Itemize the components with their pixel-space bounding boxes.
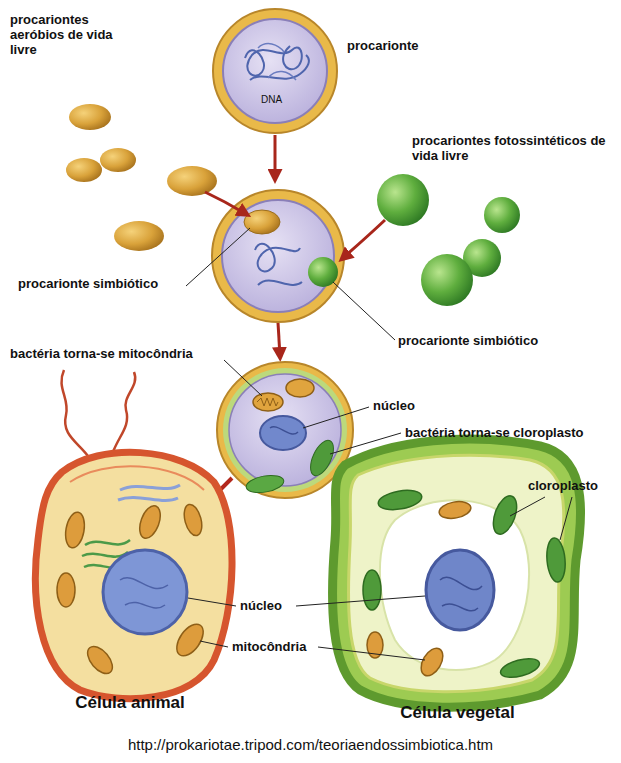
early-eukaryote <box>217 362 353 498</box>
cell-title: Célula vegetal <box>325 703 590 723</box>
source-caption: http://prokariotae.tripod.com/teoriaendo… <box>0 736 621 753</box>
part-label: procariontes fotossintéticos de vida liv… <box>412 133 612 163</box>
photosynthetic-prokaryotes <box>377 174 520 306</box>
part-label: mitocôndria <box>232 639 306 654</box>
uptake-arrow <box>205 192 246 214</box>
cell-name: procarionte <box>347 38 419 53</box>
host-cell <box>212 190 344 322</box>
part-label: núcleo <box>240 598 282 613</box>
part-label: procarionte simbiótico <box>398 333 538 348</box>
cell-node: Célula animal <box>30 410 230 720</box>
dna-label: DNA <box>261 94 282 105</box>
uptake-arrow <box>343 220 385 258</box>
part-label: procarionte simbiótico <box>18 276 158 291</box>
cell-title: Célula animal <box>30 693 230 713</box>
part-label: núcleo <box>373 398 415 413</box>
aerobic-prokaryotes <box>66 104 217 251</box>
part-label: bactéria torna-se cloroplasto <box>405 425 583 440</box>
animal-cell-figure <box>35 370 232 699</box>
part-label: bactéria torna-se mitocôndria <box>10 346 193 361</box>
prokaryote-cell <box>213 9 337 133</box>
leader-lines <box>186 228 572 660</box>
cell-node: procarionteDNA <box>213 8 339 134</box>
part-label: procariontes aeróbios de vida livre <box>10 12 142 57</box>
stage-arrow <box>274 135 277 178</box>
part-label: cloroplasto <box>528 478 598 493</box>
stage-arrow <box>278 323 280 356</box>
